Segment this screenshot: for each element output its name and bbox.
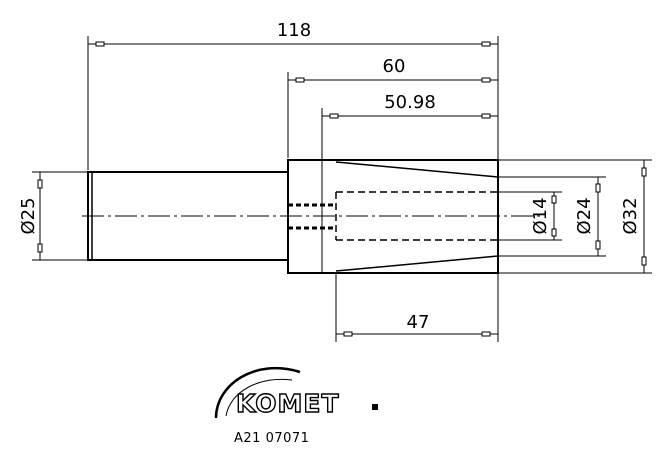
logo-wordmark: KOMET: [236, 389, 340, 418]
dim-head-length: [287, 72, 498, 158]
taper-bore: [335, 161, 499, 272]
dim-bore-large-diameter: [498, 176, 606, 257]
dim-bore-length-label: 47: [407, 312, 430, 333]
dim-shank-diameter: [32, 171, 88, 261]
dim-bore-small-diameter: [498, 191, 562, 241]
komet-logo: KOMET: [214, 366, 378, 419]
dim-overall-length: [87, 36, 499, 170]
dim-taper-depth: [321, 108, 498, 272]
dim-head-diameter: [498, 159, 652, 274]
logo-dot: [372, 404, 378, 410]
dim-bore-length: [335, 274, 499, 342]
dim-bore-large-diameter-label: Ø24: [574, 197, 595, 234]
hidden-bore: [335, 191, 498, 241]
logo-arc: [214, 366, 301, 419]
dim-bore-small-diameter-label: Ø14: [530, 197, 551, 234]
part-number: A21 07071: [234, 431, 309, 446]
dim-head-length-label: 60: [383, 56, 406, 77]
dim-taper-depth-label: 50.98: [384, 92, 436, 113]
dim-head-diameter-label: Ø32: [620, 197, 641, 234]
dim-shank-diameter-label: Ø25: [18, 197, 39, 234]
dim-overall-length-label: 118: [277, 20, 311, 41]
hidden-thread: [288, 203, 336, 230]
